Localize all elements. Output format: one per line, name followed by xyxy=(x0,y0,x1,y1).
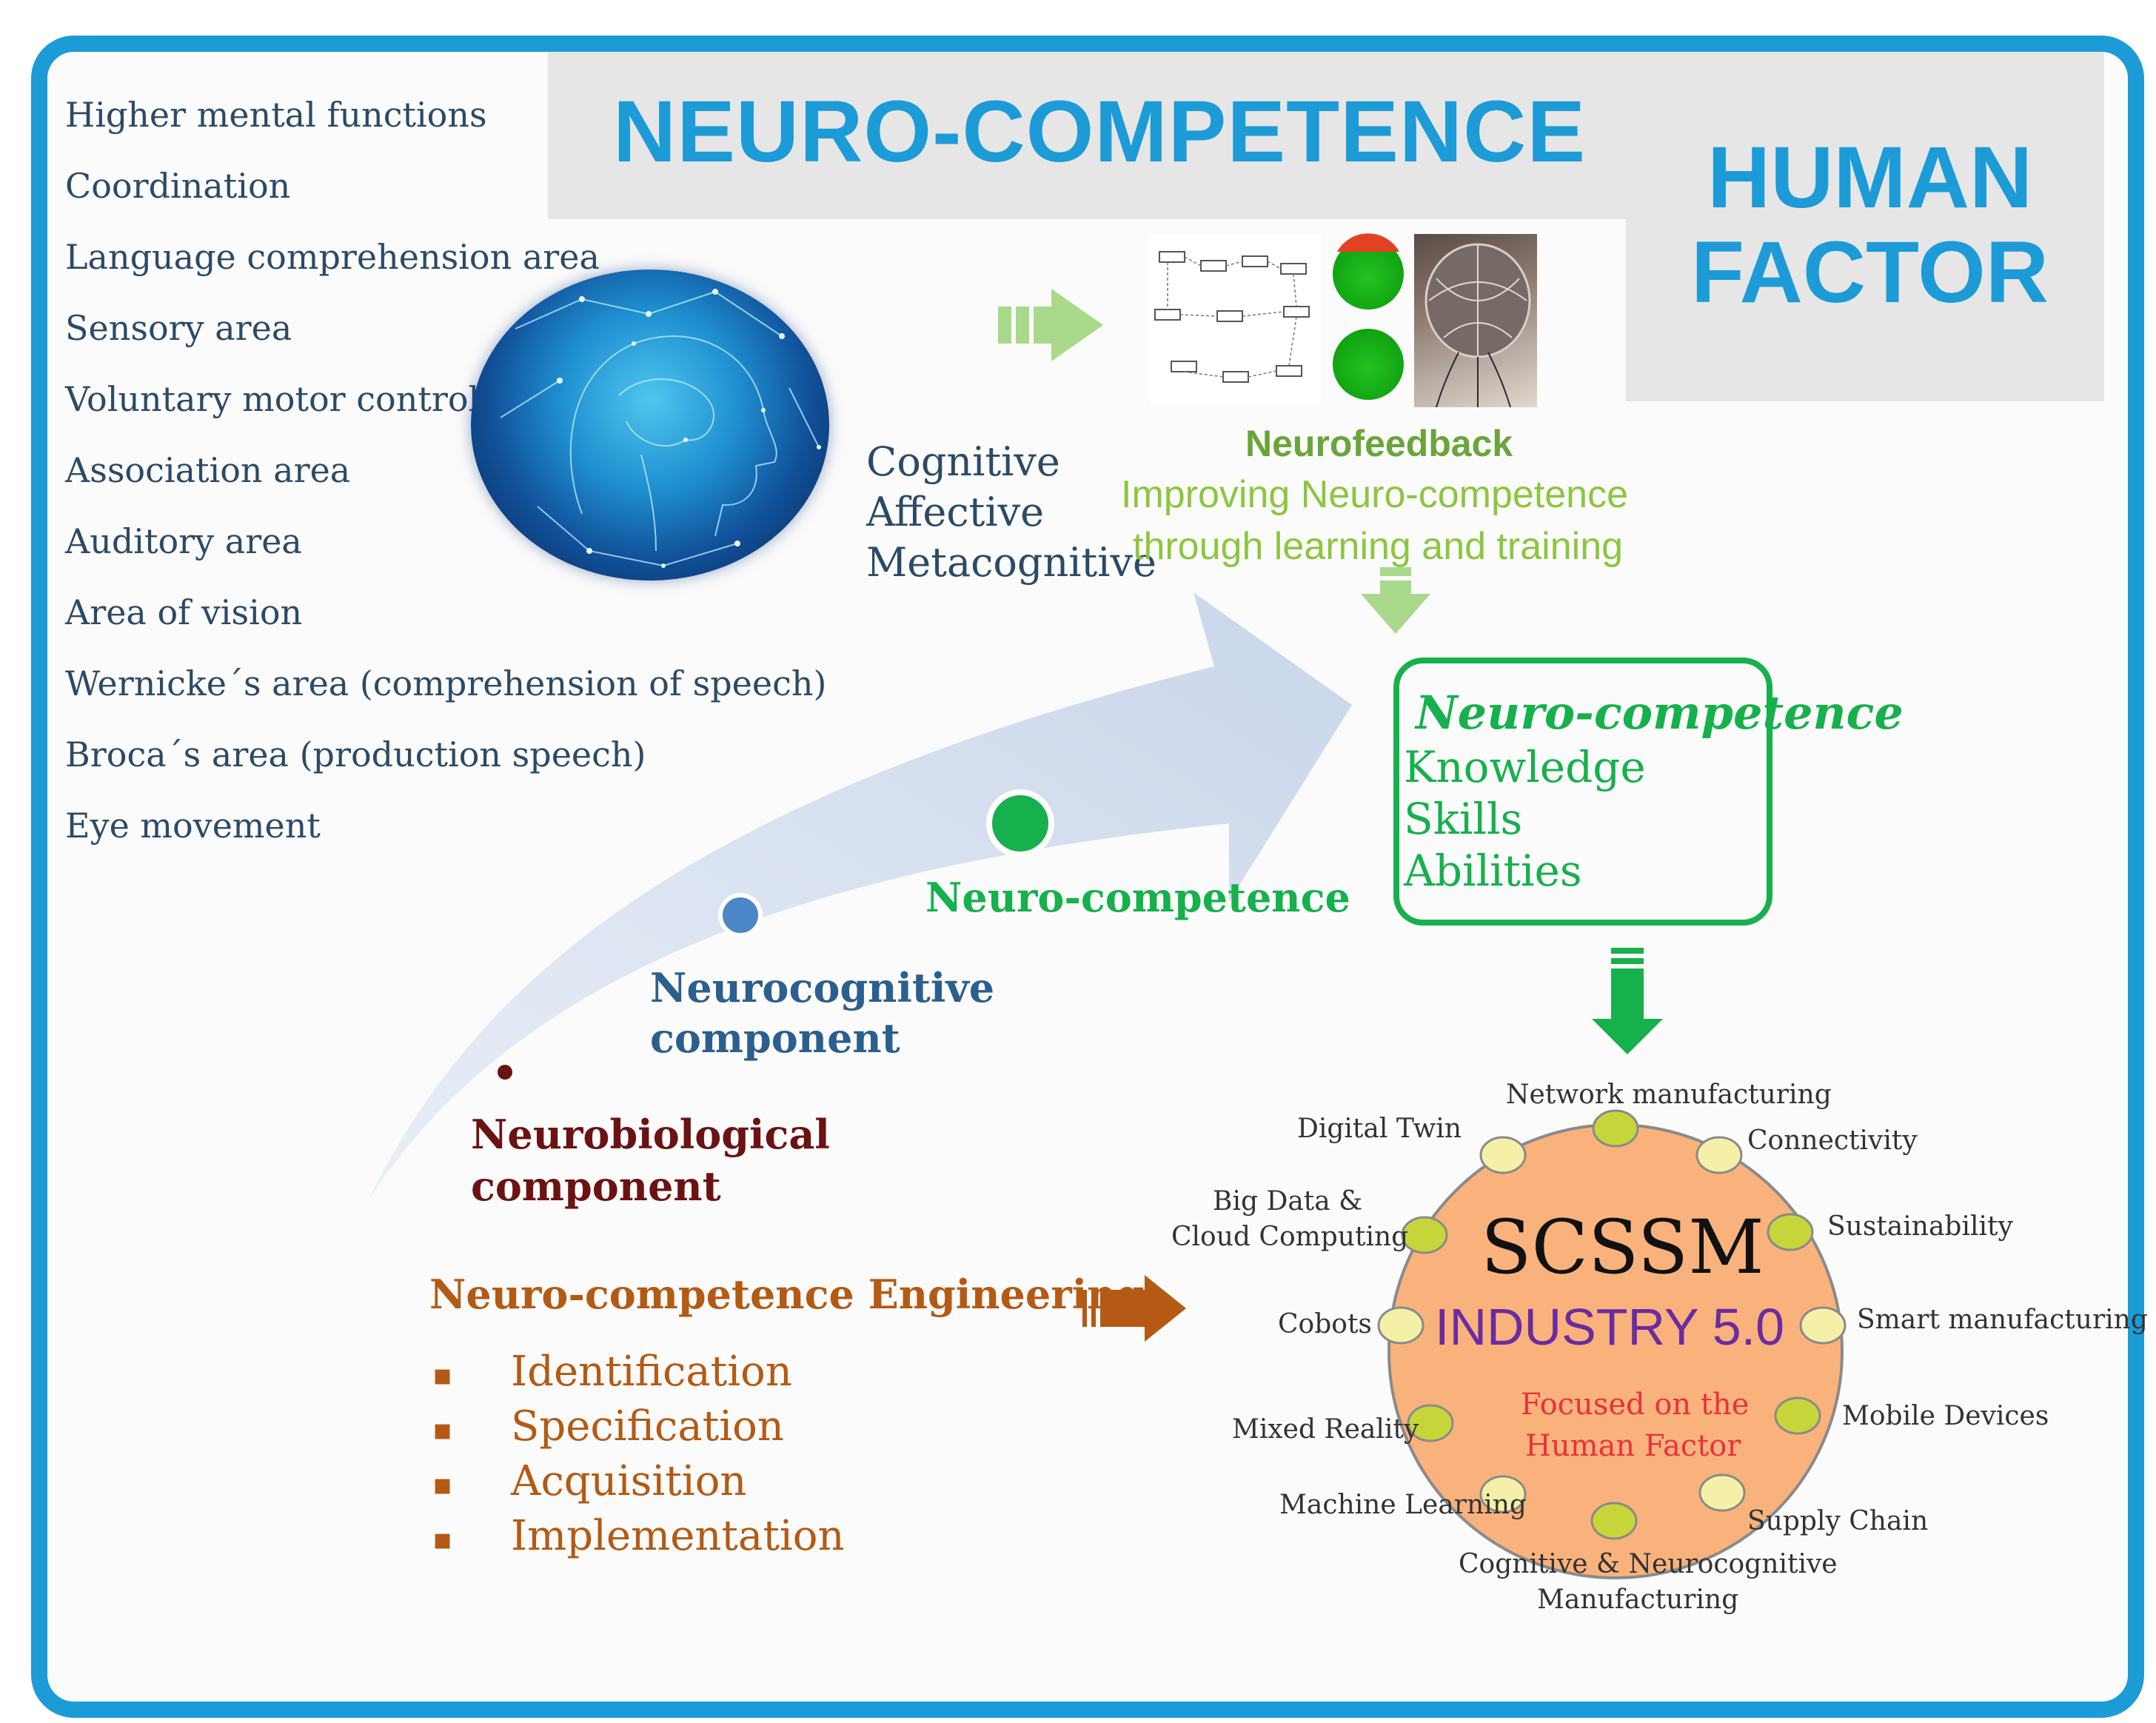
bullet-icon: ▪ xyxy=(432,1413,453,1447)
scssm-focus-1: Focused on the xyxy=(1521,1388,1750,1422)
node-sustainability xyxy=(1767,1213,1814,1251)
brain-area-item: Wernicke´s area (comprehension of speech… xyxy=(65,663,827,703)
neurofeedback-line2: through learning and training xyxy=(1133,525,1624,568)
node-mobile xyxy=(1774,1396,1821,1435)
engineering-step: Acquisition xyxy=(511,1457,747,1505)
feature-supply-chain: Supply Chain xyxy=(1747,1506,1929,1536)
feature-nodes xyxy=(1377,1109,1847,1540)
feature-big-data-1: Big Data & xyxy=(1213,1186,1363,1217)
human-factor-line1: HUMAN xyxy=(1707,129,2033,227)
node-cognitive xyxy=(1590,1502,1638,1540)
feature-big-data-2: Cloud Computing xyxy=(1171,1222,1409,1252)
engineering-step: Specification xyxy=(511,1402,784,1451)
brain-area-item: Language comprehension area xyxy=(65,237,600,277)
neurocognitive-dot xyxy=(718,893,763,937)
brain-area-item: Area of vision xyxy=(65,592,303,632)
feature-cognitive-2: Manufacturing xyxy=(1537,1585,1739,1615)
brain-image xyxy=(471,270,829,581)
arrow-right-brown-icon xyxy=(1082,1275,1186,1342)
node-network xyxy=(1592,1109,1639,1148)
nc-box-item: Knowledge xyxy=(1404,742,1646,792)
engineering-step: Identification xyxy=(511,1348,792,1396)
eeg-diagram-image xyxy=(1149,234,1321,404)
node-mixed-reality xyxy=(1407,1404,1454,1442)
nc-box-item: Abilities xyxy=(1404,846,1582,896)
eeg-network-icon xyxy=(1154,251,1310,383)
brain-area-item: Broca´s area (production speech) xyxy=(65,735,646,774)
scssm-title: SCSSM xyxy=(1481,1204,1764,1291)
feature-sustainability: Sustainability xyxy=(1827,1211,2013,1242)
process-affective: Affective xyxy=(866,489,1045,535)
bullet-icon: ▪ xyxy=(432,1358,453,1392)
process-metacognitive: Metacognitive xyxy=(866,539,1156,586)
bullet-icon: ▪ xyxy=(432,1468,453,1502)
eeg-cap-photo xyxy=(1414,234,1537,407)
neuro-competence-box xyxy=(1393,658,1772,926)
feature-machine-learning: Machine Learning xyxy=(1279,1490,1527,1520)
arrow-right-icon xyxy=(998,289,1103,361)
node-cobots xyxy=(1377,1306,1424,1345)
feature-mixed-reality: Mixed Reality xyxy=(1232,1414,1419,1445)
neurofeedback-line1: Improving Neuro-competence xyxy=(1121,473,1628,516)
node-connectivity xyxy=(1695,1136,1743,1174)
brain-network-icon xyxy=(500,289,821,568)
brain-area-item: Voluntary motor control xyxy=(65,379,480,419)
progression-arrow xyxy=(369,592,1352,1200)
neurocognitive-label-1: Neurocognitive xyxy=(650,964,995,1011)
feature-network: Network manufacturing xyxy=(1506,1080,1832,1110)
eeg-cap-icon xyxy=(1424,243,1531,407)
nc-box-item: Skills xyxy=(1404,794,1523,844)
scssm-focus-2: Human Factor xyxy=(1525,1429,1741,1463)
bullet-icon: ▪ xyxy=(432,1522,453,1556)
node-big-data xyxy=(1401,1216,1448,1254)
node-digital-twin xyxy=(1479,1136,1527,1174)
feature-digital-twin: Digital Twin xyxy=(1297,1114,1462,1144)
human-factor-banner xyxy=(1626,219,2104,401)
title-banner xyxy=(548,52,2104,219)
human-factor-line2: FACTOR xyxy=(1691,224,2049,321)
neurocompetence-dot xyxy=(986,789,1054,857)
scssm-subtitle: INDUSTRY 5.0 xyxy=(1435,1298,1785,1356)
brain-area-item: Coordination xyxy=(65,166,291,206)
neurobiological-label-2: component xyxy=(471,1162,721,1210)
arrow-down-green-icon xyxy=(1592,948,1663,1054)
brain-area-item: Association area xyxy=(65,450,351,490)
feature-connectivity: Connectivity xyxy=(1747,1125,1918,1156)
process-cognitive: Cognitive xyxy=(866,438,1060,485)
feature-cognitive-1: Cognitive & Neurocognitive xyxy=(1459,1549,1838,1579)
page-title: NEURO-COMPETENCE xyxy=(613,83,1587,181)
neurofeedback-title: Neurofeedback xyxy=(1245,423,1513,464)
brain-area-item: Higher mental functions xyxy=(65,95,487,135)
nc-box-title: Neuro-competence xyxy=(1416,686,1904,740)
brain-area-item: Auditory area xyxy=(65,521,302,561)
brain-area-item: Sensory area xyxy=(65,308,292,348)
neurocognitive-label-2: component xyxy=(650,1014,900,1062)
arrow-down-icon xyxy=(1361,567,1430,634)
node-smart xyxy=(1799,1306,1847,1345)
engineering-title: Neuro-competence Engineering xyxy=(429,1271,1145,1318)
engineering-step: Implementation xyxy=(511,1512,845,1560)
node-machine-learning xyxy=(1479,1475,1527,1513)
node-supply-chain xyxy=(1698,1473,1746,1512)
neurocompetence-label: Neuro-competence xyxy=(925,874,1350,921)
feature-cobots: Cobots xyxy=(1278,1309,1372,1339)
neurobiological-dot xyxy=(498,1065,512,1080)
feature-smart: Smart manufacturing xyxy=(1857,1305,2148,1335)
neurobiological-label-1: Neurobiological xyxy=(471,1111,830,1158)
feature-mobile: Mobile Devices xyxy=(1842,1401,2049,1431)
brain-area-item: Eye movement xyxy=(65,806,321,846)
